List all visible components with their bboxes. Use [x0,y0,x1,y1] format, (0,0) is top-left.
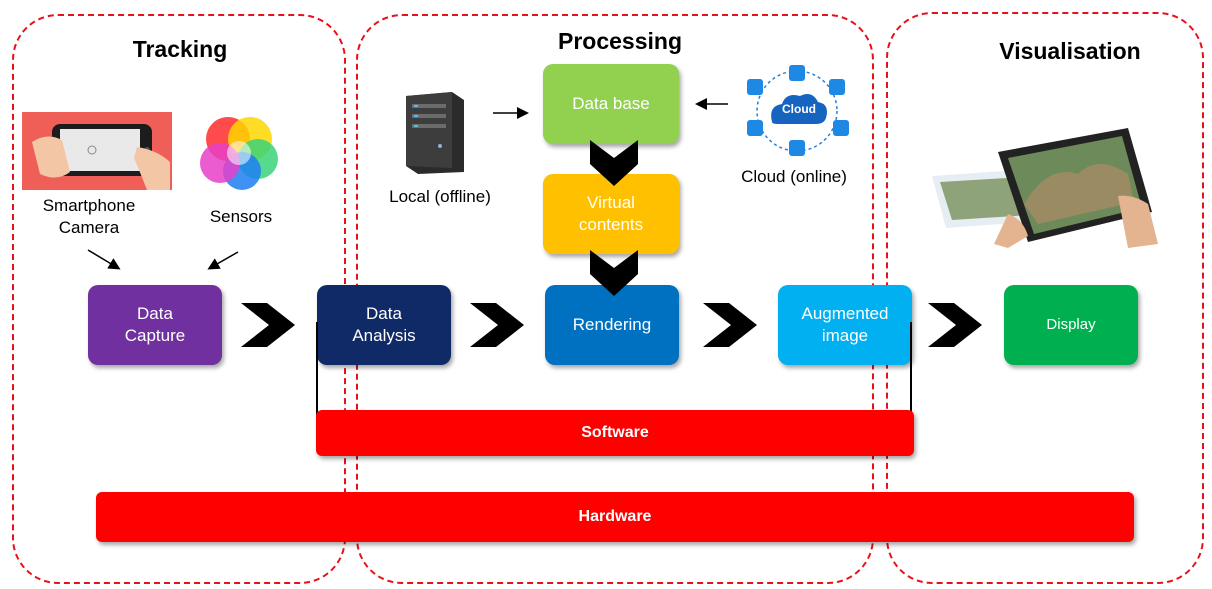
tablet-augmented-image [928,124,1164,248]
processing-title: Processing [558,28,682,54]
chevron-right-icon [470,303,524,347]
sensors-caption: Sensors [209,207,273,226]
cloud-image: Cloud [738,62,856,160]
chevron-right-icon [703,303,757,347]
server-image [400,88,470,174]
display-box: Display [1004,285,1138,365]
software-right-line [910,322,912,434]
smartphone-camera-image [22,112,172,190]
rendering-box: Rendering [545,285,679,365]
chevron-right-icon [928,303,982,347]
software-left-line [316,322,318,434]
cloud-online-caption: Cloud (online) [741,167,847,186]
data-analysis-box: Data Analysis [317,285,451,365]
sensors-image [198,113,280,191]
virtual-contents-box: Virtual contents [543,174,679,254]
local-offline-caption: Local (offline) [389,187,491,206]
software-bar: Software [316,410,914,456]
data-base-box: Data base [543,64,679,144]
smartphone-camera-caption: Smartphone Camera [42,196,136,238]
augmented-image-box: Augmented image [778,285,912,365]
visualisation-title: Visualisation [999,38,1141,64]
cloud-label: Cloud [782,102,816,116]
hardware-bar: Hardware [96,492,1134,542]
tracking-title: Tracking [132,36,228,62]
chevron-right-icon [241,303,295,347]
chevron-down-icon [590,140,638,186]
chevron-down-icon [590,250,638,296]
data-capture-box: Data Capture [88,285,222,365]
